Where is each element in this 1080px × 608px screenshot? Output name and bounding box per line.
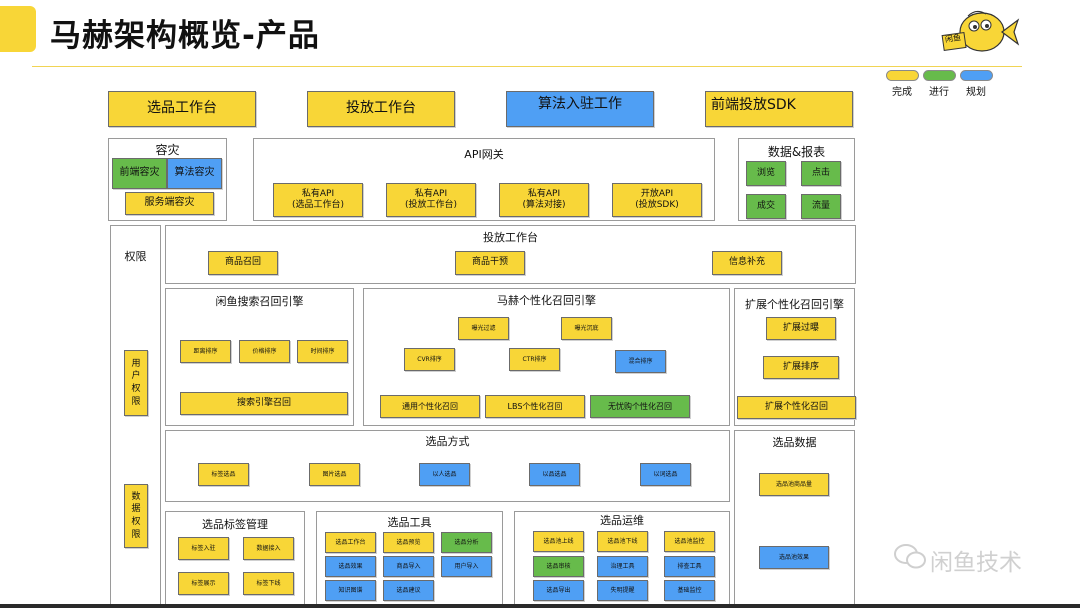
metric-traffic: 流量 xyxy=(801,194,841,219)
panel-title-selection-method: 选品方式 xyxy=(425,435,470,448)
tag-offline: 标签下线 xyxy=(243,572,294,595)
panel-title-ops: 选品运维 xyxy=(600,514,644,527)
ops-troubleshoot-tool: 排查工具 xyxy=(664,556,715,577)
legend-label-progress: 进行 xyxy=(929,87,949,98)
private-api-algorithm: 私有API (算法对接) xyxy=(499,183,589,217)
ops-pool-online: 选品池上线 xyxy=(533,531,584,552)
frontend-disaster: 前端容灾 xyxy=(112,158,167,189)
legend-swatch-planned xyxy=(960,70,993,81)
panel-title-xianyu-search: 闲鱼搜索召回引擎 xyxy=(215,295,304,308)
tool-user-import: 用户导入 xyxy=(441,556,492,577)
extension-overexposure: 扩展过曝 xyxy=(766,317,836,340)
ctr-sort: CTR排序 xyxy=(509,348,560,371)
select-by-tag: 标签选品 xyxy=(198,463,249,486)
private-api-selection: 私有API (选品工作台) xyxy=(273,183,363,217)
fish-mascot-icon xyxy=(941,10,1020,52)
private-api-delivery: 私有API (投放工作台) xyxy=(386,183,476,217)
server-disaster: 服务端容灾 xyxy=(125,192,214,215)
panel-title-tag-management: 选品标签管理 xyxy=(202,518,268,531)
metric-click: 点击 xyxy=(801,161,841,186)
legend-swatch-progress xyxy=(923,70,956,81)
product-intervention: 商品干预 xyxy=(455,251,525,275)
exposure-sink: 曝光沉底 xyxy=(561,317,612,340)
legend-swatch-done xyxy=(886,70,919,81)
panel-title-disaster: 容灾 xyxy=(155,143,180,157)
workbench-selection: 选品工作台 xyxy=(108,91,256,127)
panel-title-gateway: API网关 xyxy=(464,148,504,161)
data-permission: 数 据 权 限 xyxy=(124,484,148,548)
mixed-sort: 混合排序 xyxy=(615,350,666,373)
metric-view: 浏览 xyxy=(746,161,786,186)
panel-selection-data xyxy=(734,430,855,605)
legend-label-planned: 规划 xyxy=(966,87,986,98)
ops-pool-monitor: 选品池监控 xyxy=(664,531,715,552)
tool-preview: 选品预览 xyxy=(383,532,434,553)
cvr-sort: CVR排序 xyxy=(404,348,455,371)
exposure-filter: 曝光过滤 xyxy=(458,317,509,340)
tool-effect: 选品效果 xyxy=(325,556,376,577)
select-by-product: 以品选品 xyxy=(529,463,580,486)
sort-time: 时间排序 xyxy=(297,340,348,363)
sort-price: 价格排序 xyxy=(239,340,290,363)
select-by-keyword: 以词选品 xyxy=(640,463,691,486)
ops-blind-reminder: 失明提醒 xyxy=(597,580,648,601)
pool-product-count: 选品池商品量 xyxy=(759,473,829,496)
sort-distance: 距离排序 xyxy=(180,340,231,363)
ops-pool-offline: 选品池下线 xyxy=(597,531,648,552)
workbench-delivery: 投放工作台 xyxy=(307,91,455,127)
panel-title-permissions: 权限 xyxy=(124,250,147,263)
search-engine-recall: 搜索引擎召回 xyxy=(180,392,348,415)
workbench-algorithm: 算法入驻工作 xyxy=(506,91,654,127)
wechat-icon xyxy=(894,544,926,569)
ops-review: 选品审核 xyxy=(533,556,584,577)
panel-title-mahe: 马赫个性化召回引擎 xyxy=(497,294,596,307)
page-title: 马赫架构概览-产品 xyxy=(50,18,320,54)
panel-title-tools: 选品工具 xyxy=(387,516,432,529)
tag-display: 标签展示 xyxy=(178,572,229,595)
select-by-image: 图片选品 xyxy=(309,463,360,486)
data-access: 数据接入 xyxy=(243,537,294,560)
tool-knowledge-graph: 知识图谱 xyxy=(325,580,376,601)
tool-suggestion: 选品建议 xyxy=(383,580,434,601)
general-personalized-recall: 通用个性化召回 xyxy=(380,395,480,418)
product-recall: 商品召回 xyxy=(208,251,278,275)
open-api-sdk: 开放API (投放SDK) xyxy=(612,183,702,217)
panel-title-report: 数据&报表 xyxy=(767,145,826,159)
user-permission: 用 户 权 限 xyxy=(124,350,148,416)
extension-sort: 扩展排序 xyxy=(763,356,839,379)
info-supplement: 信息补充 xyxy=(712,251,782,275)
frontend-sdk: 前端投放SDK xyxy=(705,91,853,127)
ops-export: 选品导出 xyxy=(533,580,584,601)
bottom-border xyxy=(0,604,1080,608)
pool-effect: 选品池效果 xyxy=(759,546,829,569)
title-accent-bar xyxy=(0,6,36,52)
mascot-badge-label: 闲鱼 xyxy=(944,32,962,45)
tool-analysis: 选品分析 xyxy=(441,532,492,553)
header-divider xyxy=(32,66,1022,67)
wuyougou-personalized-recall: 无忧购个性化召回 xyxy=(590,395,690,418)
ops-governance-tool: 治理工具 xyxy=(597,556,648,577)
tag-onboard: 标签入驻 xyxy=(178,537,229,560)
legend-label-done: 完成 xyxy=(892,87,912,98)
watermark-text: 闲鱼技术 xyxy=(930,550,1022,576)
lbs-personalized-recall: LBS个性化召回 xyxy=(485,395,585,418)
algorithm-disaster: 算法容灾 xyxy=(167,158,222,189)
panel-title-delivery: 投放工作台 xyxy=(483,231,538,244)
extension-personalized-recall: 扩展个性化召回 xyxy=(737,396,856,419)
ops-basic-monitor: 基础监控 xyxy=(664,580,715,601)
panel-title-selection-data: 选品数据 xyxy=(772,436,817,449)
tool-product-import: 商品导入 xyxy=(383,556,434,577)
tool-workbench: 选品工作台 xyxy=(325,532,376,553)
metric-deal: 成交 xyxy=(746,194,786,219)
panel-title-extension: 扩展个性化召回引擎 xyxy=(745,298,844,311)
select-by-person: 以人选品 xyxy=(419,463,470,486)
